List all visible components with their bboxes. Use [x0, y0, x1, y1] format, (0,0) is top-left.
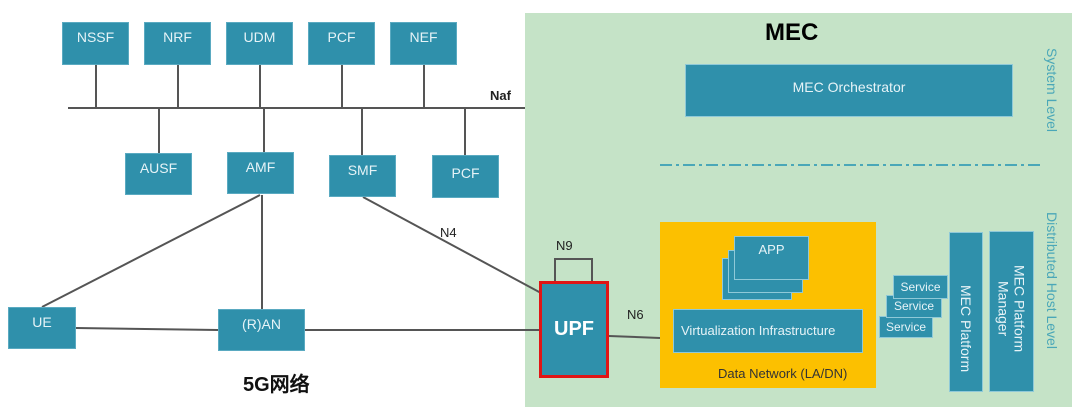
ran-box: (R)AN	[218, 309, 305, 351]
n6-label: N6	[627, 307, 644, 322]
service-box-3: Service	[879, 316, 933, 338]
mec-platform-label: MEC Platform	[958, 285, 974, 373]
n4-label: N4	[440, 225, 457, 240]
upf-box: UPF	[539, 281, 609, 378]
app-box: APP	[734, 236, 809, 280]
nf-pcf-bottom: PCF	[432, 155, 499, 198]
service-box-2: Service	[886, 295, 942, 318]
ue-box: UE	[8, 307, 76, 349]
mec-platform-manager-label: MEC Platform Manager	[995, 265, 1028, 353]
virtualization-infrastructure: Virtualization Infrastructure	[673, 309, 863, 353]
n6-link	[608, 335, 661, 339]
nf-pcf-top: PCF	[308, 22, 375, 65]
nf-nrf: NRF	[144, 22, 211, 65]
host-level-label: Distributed Host Level	[1044, 212, 1060, 349]
naf-label: Naf	[490, 88, 511, 103]
nf-ausf: AUSF	[125, 153, 192, 195]
ue-ran-link	[75, 327, 219, 331]
n9-label: N9	[556, 238, 573, 253]
n9-loop	[554, 258, 593, 284]
service-box-1: Service	[893, 275, 948, 299]
amf-ue-link	[41, 194, 261, 308]
nf-nef: NEF	[390, 22, 457, 65]
mec-title: MEC	[765, 19, 819, 46]
nf-nssf: NSSF	[62, 22, 129, 65]
mec-platform: MEC Platform	[949, 232, 983, 392]
upf-label: UPF	[554, 318, 594, 340]
5g-network-title: 5G网络	[243, 374, 310, 396]
nf-smf: SMF	[329, 155, 396, 197]
system-level-label: System Level	[1044, 48, 1060, 133]
nf-udm: UDM	[226, 22, 293, 65]
nf-amf: AMF	[227, 152, 294, 194]
mec-orchestrator: MEC Orchestrator	[685, 64, 1013, 117]
mec-platform-manager: MEC Platform Manager	[989, 231, 1034, 392]
n4-link	[362, 196, 542, 294]
data-network-label: Data Network (LA/DN)	[718, 366, 848, 381]
